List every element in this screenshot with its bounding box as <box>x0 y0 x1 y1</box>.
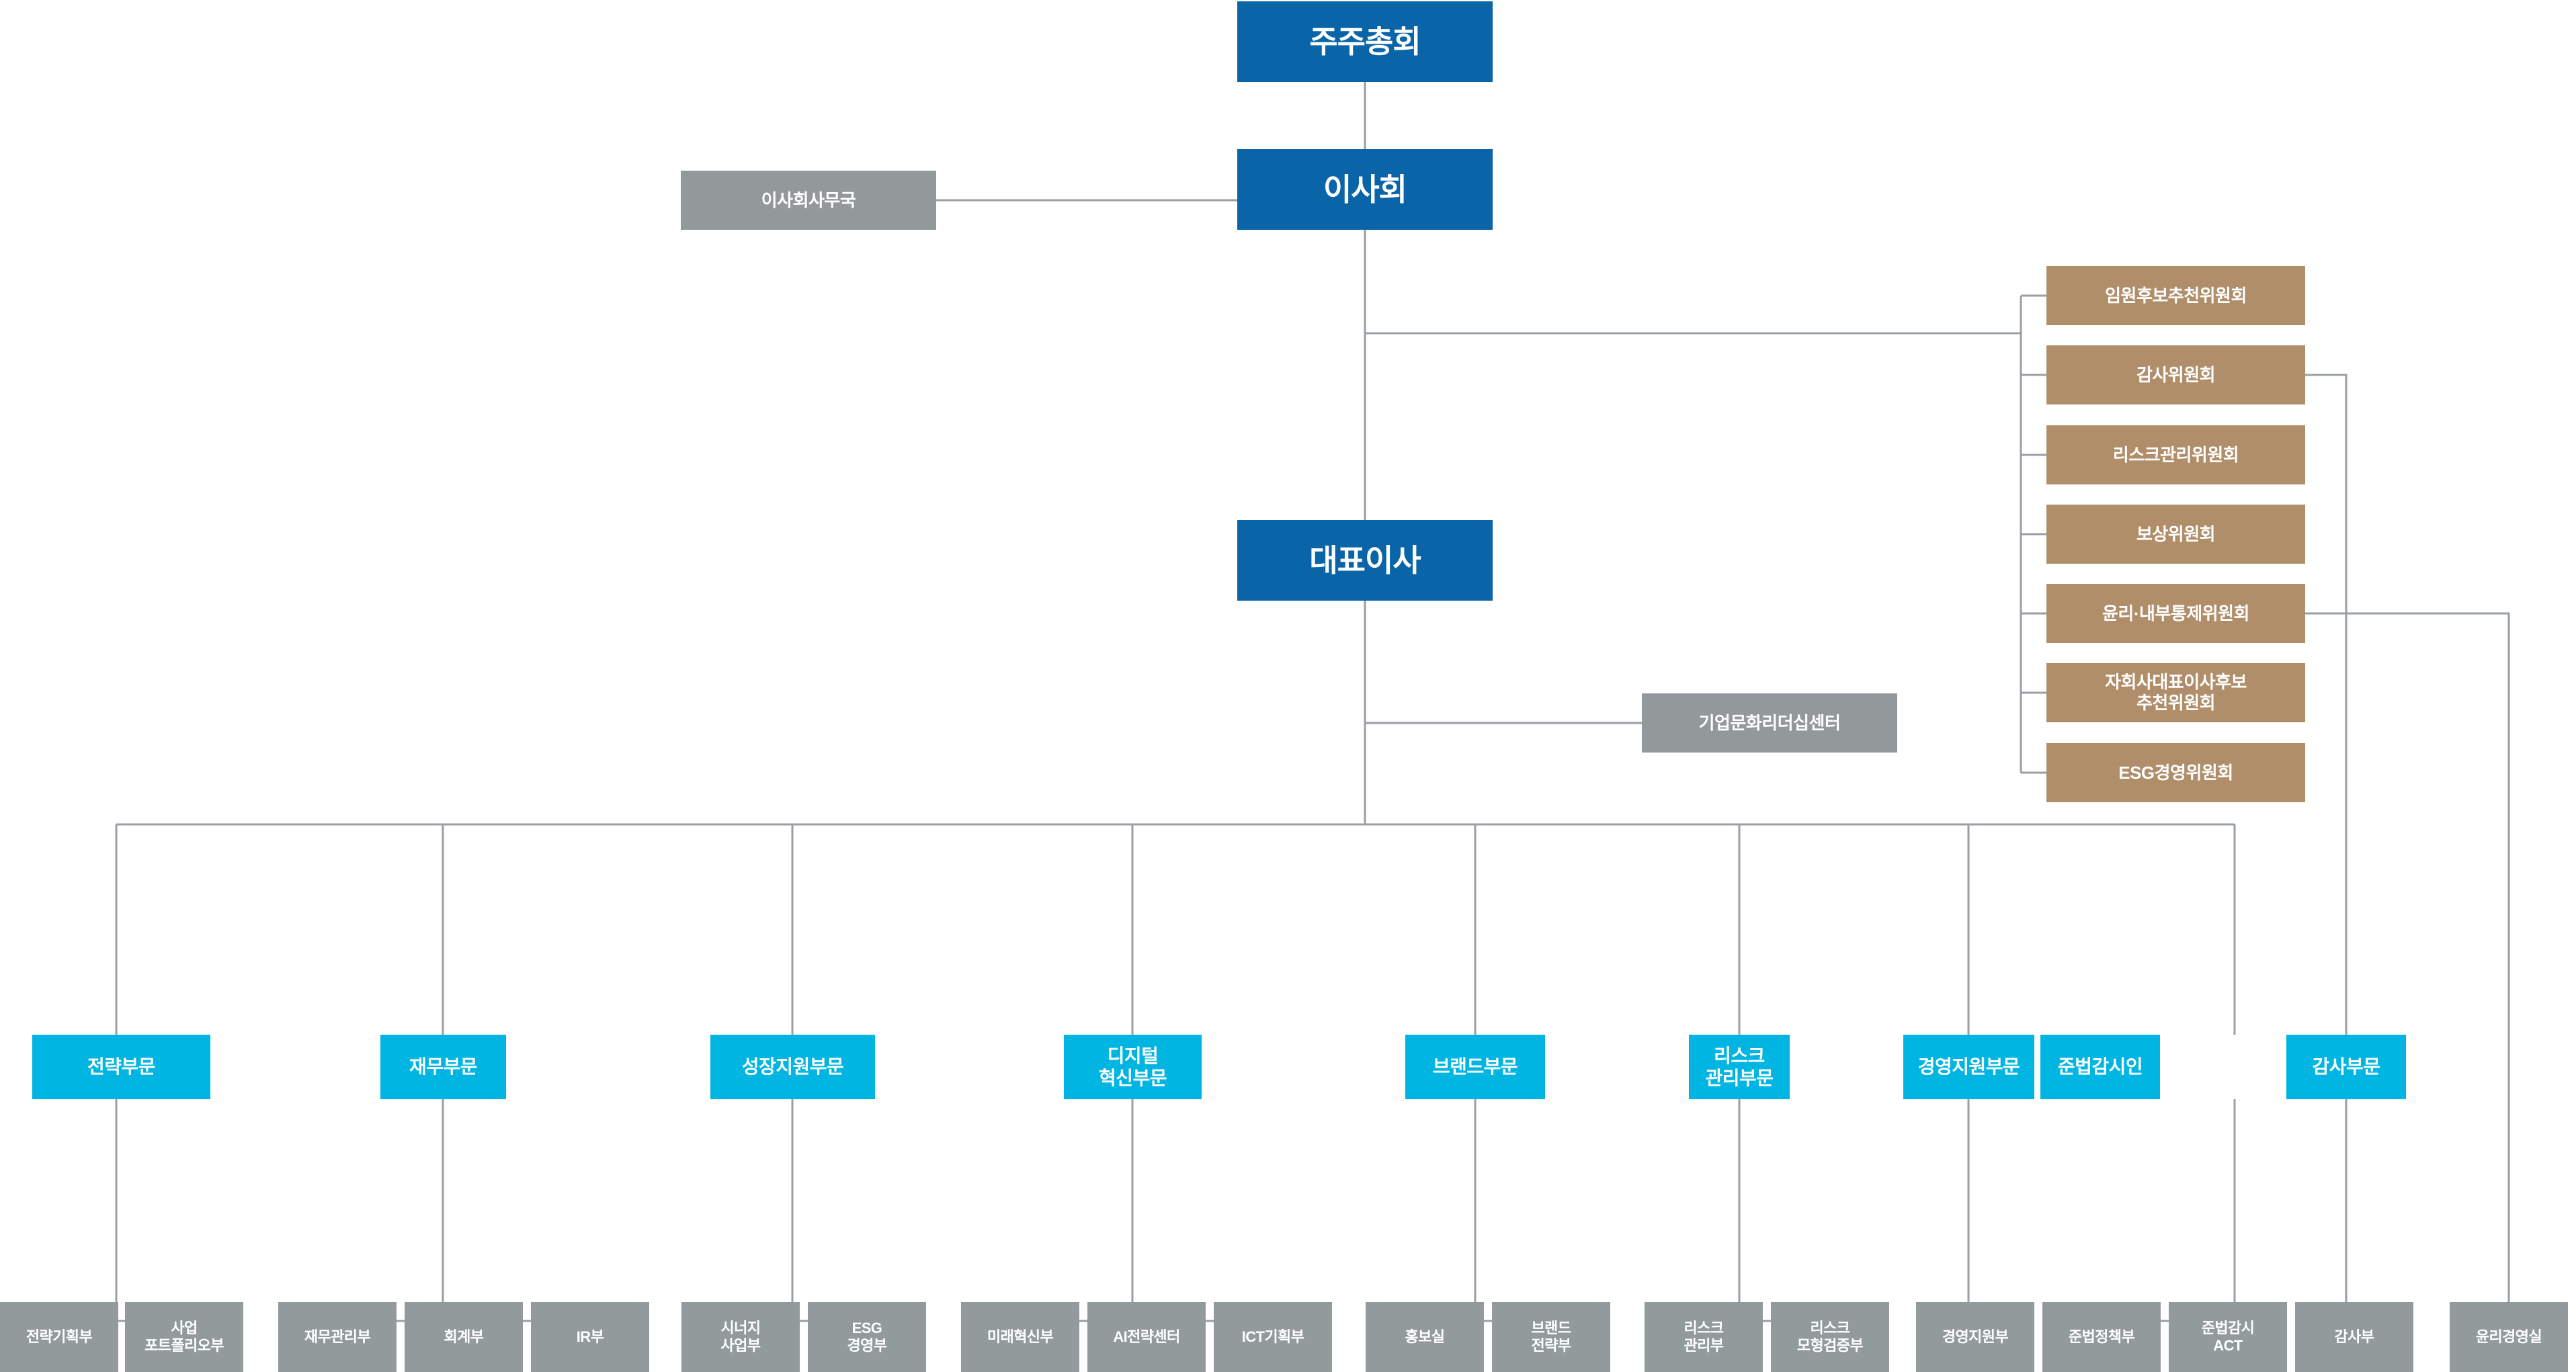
node-division-risk[interactable]: 리스크 관리부문 <box>1689 1035 1790 1099</box>
node-label: 브랜드 전략부 <box>1531 1320 1572 1354</box>
node-label: 보상위원회 <box>2136 523 2216 544</box>
node-department-finance-2[interactable]: 회계부 <box>405 1302 523 1372</box>
node-label: 전략기획부 <box>26 1328 93 1346</box>
node-department-ethics-1[interactable]: 윤리경영실 <box>2450 1302 2568 1372</box>
node-department-brand-1[interactable]: 홍보실 <box>1366 1302 1484 1372</box>
node-division-brand[interactable]: 브랜드부문 <box>1405 1035 1545 1099</box>
node-board-of-directors[interactable]: 이사회 <box>1237 149 1493 230</box>
node-division-growth[interactable]: 성장지원부문 <box>710 1035 875 1099</box>
node-label: 감사위원회 <box>2136 364 2216 385</box>
node-culture-leadership-center[interactable]: 기업문화리더십센터 <box>1642 693 1897 753</box>
node-ceo[interactable]: 대표이사 <box>1237 520 1493 601</box>
node-shareholders-meeting[interactable]: 주주총회 <box>1237 1 1493 82</box>
node-label: 준법감시 ACT <box>2201 1320 2255 1354</box>
node-label: 대표이사 <box>1309 542 1421 578</box>
node-label: 주주총회 <box>1309 24 1421 59</box>
node-label: 사업 포트폴리오부 <box>144 1320 224 1354</box>
node-label: 자회사대표이사후보 추천위원회 <box>2105 672 2247 713</box>
node-label: 리스크 관리부문 <box>1705 1045 1774 1088</box>
node-label: 이사회 <box>1323 171 1407 207</box>
node-division-management[interactable]: 경영지원부문 <box>1903 1035 2034 1099</box>
node-label: 브랜드부문 <box>1432 1056 1518 1078</box>
node-label: 홍보실 <box>1405 1328 1446 1346</box>
connector-path-15 <box>2305 374 2348 1337</box>
node-committee-5[interactable]: 윤리·내부통제위원회 <box>2046 584 2305 643</box>
node-department-compliance-2[interactable]: 준법감시 ACT <box>2169 1302 2287 1372</box>
node-department-growth-1[interactable]: 시너지 사업부 <box>681 1302 800 1372</box>
connector-path-32 <box>1702 1099 1831 1322</box>
node-label: ESG경영위원회 <box>2118 762 2233 783</box>
node-department-digital-3[interactable]: ICT기획부 <box>1214 1302 1332 1372</box>
node-label: AI전략센터 <box>1113 1328 1180 1346</box>
node-label: 전략부문 <box>87 1056 156 1078</box>
node-division-digital[interactable]: 디지털 혁신부문 <box>1064 1035 1202 1099</box>
connector-path-31 <box>1423 1099 1552 1322</box>
node-label: 디지털 혁신부문 <box>1098 1045 1167 1088</box>
node-committee-7[interactable]: ESG경영위원회 <box>2046 743 2305 802</box>
node-committee-4[interactable]: 보상위원회 <box>2046 505 2305 564</box>
node-label: 리스크 관리부 <box>1684 1320 1725 1354</box>
node-label: 리스크관리위원회 <box>2112 444 2239 465</box>
connector-path-29 <box>739 1099 868 1322</box>
node-label: 이사회사무국 <box>761 189 856 210</box>
node-label: 경영지원부 <box>1942 1328 2009 1346</box>
connector-path-30 <box>1019 1099 1274 1322</box>
node-label: 감사부 <box>2334 1328 2375 1346</box>
node-label: 재무부문 <box>409 1056 478 1078</box>
node-label: 미래혁신부 <box>987 1328 1054 1346</box>
node-label: 임원후보추천위원회 <box>2105 285 2247 306</box>
node-department-compliance-1[interactable]: 준법정책부 <box>2042 1302 2161 1372</box>
node-department-risk-1[interactable]: 리스크 관리부 <box>1645 1302 1763 1372</box>
node-label: 회계부 <box>444 1328 485 1346</box>
node-label: 경영지원부문 <box>1917 1056 2020 1078</box>
connector-path-27 <box>58 1099 185 1322</box>
node-label: 준법감시인 <box>2057 1056 2143 1078</box>
node-label: 윤리경영실 <box>2475 1328 2542 1346</box>
node-department-finance-3[interactable]: IR부 <box>531 1302 649 1372</box>
node-label: 시너지 사업부 <box>720 1320 761 1354</box>
node-board-secretariat[interactable]: 이사회사무국 <box>681 171 936 230</box>
node-department-strategy-2[interactable]: 사업 포트폴리오부 <box>125 1302 243 1372</box>
connector-path-34 <box>2100 1099 2236 1322</box>
node-department-finance-1[interactable]: 재무관리부 <box>278 1302 397 1372</box>
node-committee-1[interactable]: 임원후보추천위원회 <box>2046 266 2305 325</box>
node-department-management-1[interactable]: 경영지원부 <box>1916 1302 2034 1372</box>
node-division-audit[interactable]: 감사부문 <box>2286 1035 2406 1099</box>
connector-path-16 <box>2305 612 2510 1337</box>
node-committee-6[interactable]: 자회사대표이사후보 추천위원회 <box>2046 663 2305 722</box>
node-department-digital-1[interactable]: 미래혁신부 <box>961 1302 1079 1372</box>
node-division-strategy[interactable]: 전략부문 <box>32 1035 210 1099</box>
connector-path-28 <box>336 1099 591 1322</box>
node-committee-3[interactable]: 리스크관리위원회 <box>2046 425 2305 484</box>
node-label: 준법정책부 <box>2068 1328 2135 1346</box>
node-label: 재무관리부 <box>304 1328 371 1346</box>
node-department-growth-2[interactable]: ESG 경영부 <box>808 1302 926 1372</box>
node-label: ESG 경영부 <box>847 1320 888 1354</box>
node-division-finance[interactable]: 재무부문 <box>380 1035 506 1099</box>
node-label: IR부 <box>576 1328 604 1346</box>
node-department-digital-2[interactable]: AI전략센터 <box>1087 1302 1206 1372</box>
node-label: 리스크 모형검증부 <box>1796 1320 1864 1354</box>
node-label: 윤리·내부통제위원회 <box>2102 603 2249 624</box>
node-label: 성장지원부문 <box>741 1056 844 1078</box>
node-department-risk-2[interactable]: 리스크 모형검증부 <box>1771 1302 1889 1372</box>
node-department-audit-1[interactable]: 감사부 <box>2295 1302 2413 1372</box>
node-committee-2[interactable]: 감사위원회 <box>2046 345 2305 404</box>
node-label: 기업문화리더십센터 <box>1698 712 1841 733</box>
node-department-strategy-1[interactable]: 전략기획부 <box>0 1302 118 1372</box>
node-department-brand-2[interactable]: 브랜드 전략부 <box>1492 1302 1610 1372</box>
node-label: ICT기획부 <box>1241 1328 1304 1346</box>
node-division-compliance[interactable]: 준법감시인 <box>2040 1035 2160 1099</box>
node-label: 감사부문 <box>2312 1056 2380 1078</box>
